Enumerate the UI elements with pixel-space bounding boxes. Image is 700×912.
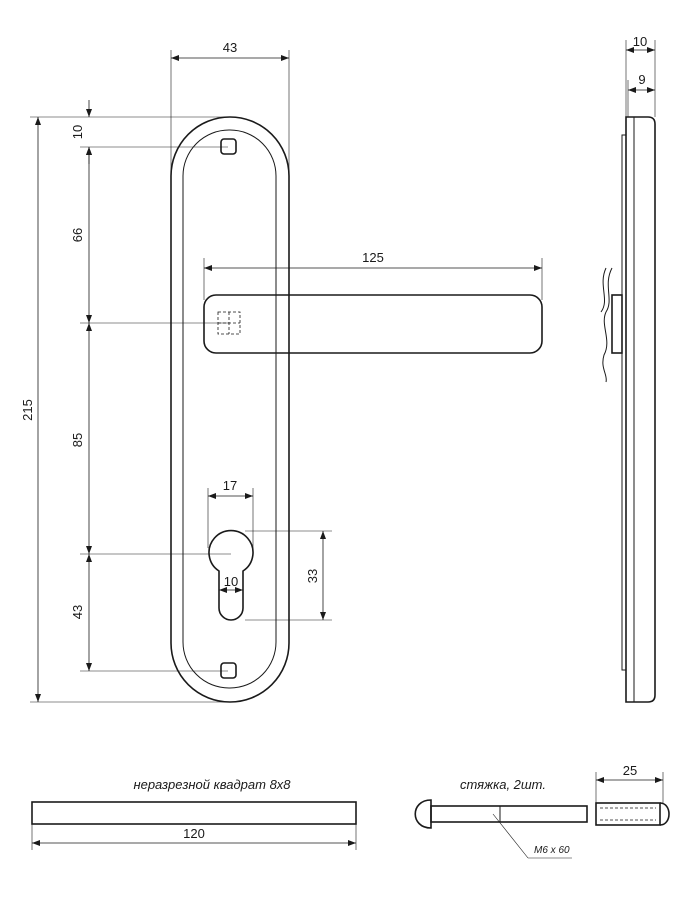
dim-label-lever-length: 125 (362, 250, 384, 265)
bolt-size-label: M6 x 60 (534, 845, 570, 856)
dim-side-total-thickness: 10 (625, 34, 656, 117)
dim-cylinder-width: 17 (207, 478, 254, 548)
dim-label-cylinder-width: 17 (223, 478, 237, 493)
dim-label-hole-to-spindle: 66 (70, 228, 85, 242)
dim-hole-to-spindle: 66 (70, 147, 92, 323)
dim-label-bolt-sleeve-length: 25 (623, 763, 637, 778)
backplate-front-view (170, 116, 290, 703)
dim-lever-length: 125 (203, 250, 543, 300)
dim-label-plate-width: 43 (223, 40, 237, 55)
dim-label-side-total-thickness: 10 (633, 34, 647, 49)
dim-cylinder-slot-width: 10 (219, 574, 243, 593)
dim-label-cylinder-slot-width: 10 (224, 574, 238, 589)
lever-handle (203, 294, 543, 354)
dim-cylinder-to-hole: 43 (70, 554, 92, 671)
dim-label-spindle-to-cylinder: 85 (70, 433, 85, 447)
caption-bolts: стяжка, 2шт. (460, 777, 546, 792)
dim-top-hole-offset: 10 (70, 100, 92, 164)
dim-label-side-plate-thickness: 9 (638, 72, 645, 87)
dim-label-top-hole-offset: 10 (70, 125, 85, 139)
cylinder-hole (208, 529, 254, 621)
caption-spindle: неразрезной квадрат 8x8 (133, 777, 291, 792)
dim-side-plate-thickness: 9 (627, 72, 655, 117)
dim-label-spindle-length: 120 (183, 826, 205, 841)
dim-spindle-to-cylinder: 85 (70, 323, 92, 554)
dim-cylinder-height: 33 (245, 530, 332, 621)
top-screw-hole (220, 138, 237, 155)
dim-plate-width: 43 (170, 40, 290, 175)
spindle-bar: неразрезной квадрат 8x8 120 (31, 777, 357, 850)
connecting-bolts: стяжка, 2шт. M6 x 60 25 (414, 763, 670, 859)
dim-total-height: 215 (20, 117, 41, 702)
backplate-side-view (600, 116, 656, 703)
dim-label-cylinder-height: 33 (305, 569, 320, 583)
dim-label-cylinder-to-hole: 43 (70, 605, 85, 619)
bottom-screw-hole (220, 662, 237, 679)
dim-label-total-height: 215 (20, 399, 35, 421)
